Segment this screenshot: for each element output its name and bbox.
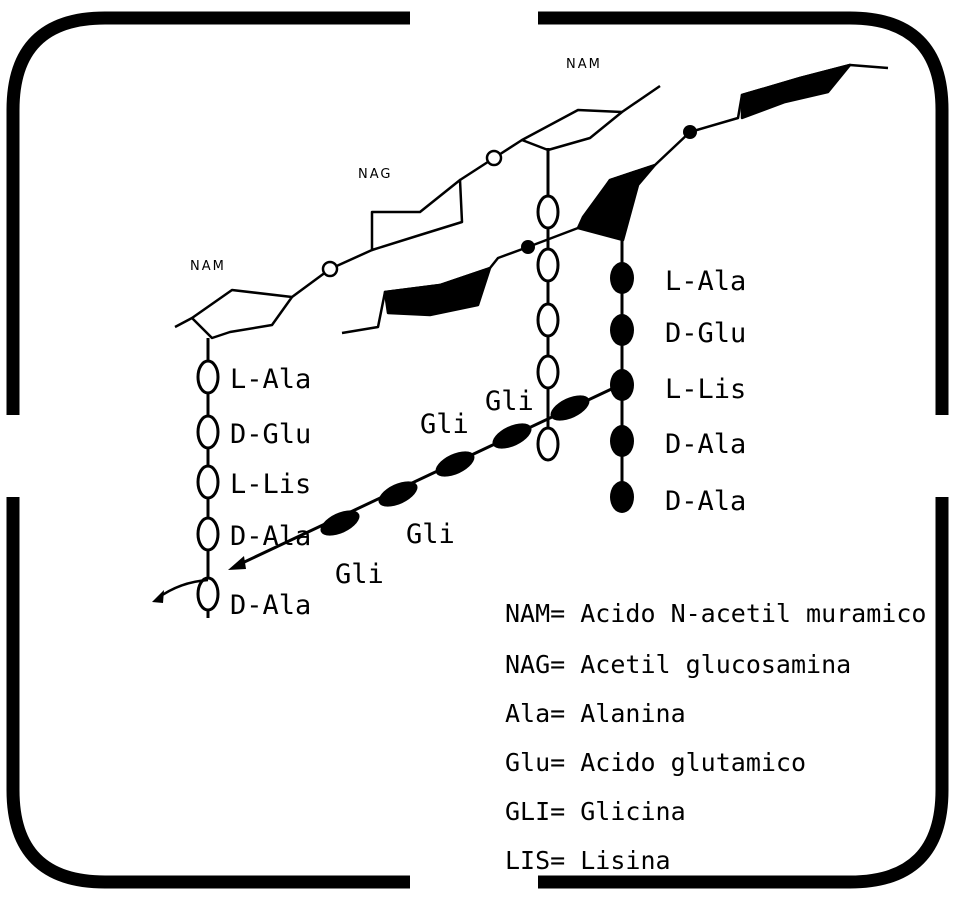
frame-bottom-right (538, 497, 949, 889)
left-chain-bead (196, 516, 220, 552)
frame-bottom-left (6, 497, 410, 889)
glycine-bead (550, 395, 590, 421)
back-ring-3 (740, 63, 852, 120)
label-nag: NAG (358, 167, 392, 182)
legend-item-nam: NAM= Acido N-acetil muramico (505, 599, 926, 628)
middle-chain-bead (536, 194, 560, 230)
middle-chain-bead (536, 354, 560, 390)
left-chain-bead (196, 359, 220, 395)
legend: NAM= Acido N-acetil muramico NAG= Acetil… (505, 599, 926, 875)
bridge-label-1: Gli (485, 386, 534, 417)
legend-item-lis: LIS= Lisina (505, 846, 671, 875)
right-chain-bead (610, 369, 634, 401)
frame-top-left (6, 11, 410, 415)
glycine-bridge (228, 383, 621, 570)
middle-chain-bead (536, 426, 560, 462)
left-chain-tail-arrowhead (152, 590, 164, 603)
left-chain-label-1: L-Ala (230, 364, 311, 395)
glycosidic-oxygen-1 (321, 260, 339, 278)
back-oxygen-1 (521, 240, 535, 254)
back-oxygen-2 (683, 125, 697, 139)
glycan-strand-back (341, 63, 889, 335)
legend-item-gli: GLI= Glicina (505, 797, 686, 826)
frame-top-right (538, 11, 949, 415)
sugar-ring-nam-left (174, 288, 294, 340)
middle-chain-bead (536, 302, 560, 338)
right-chain-bead (610, 262, 634, 294)
glycosidic-oxygen-2 (485, 149, 503, 167)
left-peptide-chain (152, 338, 220, 618)
legend-item-ala: Ala= Alanina (505, 699, 686, 728)
bridge-label-4: Gli (335, 559, 384, 590)
left-chain-bead (196, 576, 220, 612)
frame (6, 11, 949, 889)
legend-item-nag: NAG= Acetil glucosamina (505, 650, 851, 679)
glycine-bead (378, 481, 418, 507)
glycine-bead (320, 510, 360, 536)
right-chain-label-5: D-Ala (665, 486, 746, 517)
bridge-label-3: Gli (406, 519, 455, 550)
right-chain-bead (610, 481, 634, 513)
glycan-tail (621, 84, 661, 114)
right-chain-label-3: L-Lis (665, 374, 746, 405)
sugar-ring-nag (370, 178, 464, 252)
right-chain-bead (610, 425, 634, 457)
left-chain-bead (196, 414, 220, 450)
right-peptide-chain (610, 238, 634, 513)
back-ring-2 (576, 163, 657, 242)
label-nam-top: NAM (566, 57, 602, 72)
left-chain-bead (196, 464, 220, 500)
right-chain-label-2: D-Glu (665, 318, 746, 349)
legend-item-glu: Glu= Acido glutamico (505, 748, 806, 777)
middle-chain-bead (536, 247, 560, 283)
left-chain-label-5: D-Ala (230, 590, 311, 621)
glycine-bead (492, 423, 532, 449)
bridge-arrowhead (228, 556, 246, 570)
label-nam-left: NAM (190, 259, 226, 274)
sugar-ring-nam-top (520, 108, 624, 152)
back-ring-1 (383, 266, 492, 317)
left-chain-label-2: D-Glu (230, 419, 311, 450)
bridge-label-2: Gli (420, 409, 469, 440)
right-chain-bead (610, 314, 634, 346)
middle-peptide-chain (536, 148, 560, 462)
right-chain-label-4: D-Ala (665, 429, 746, 460)
left-chain-label-3: L-Lis (230, 469, 311, 500)
glycine-bead (435, 451, 475, 477)
right-chain-label-1: L-Ala (665, 266, 746, 297)
